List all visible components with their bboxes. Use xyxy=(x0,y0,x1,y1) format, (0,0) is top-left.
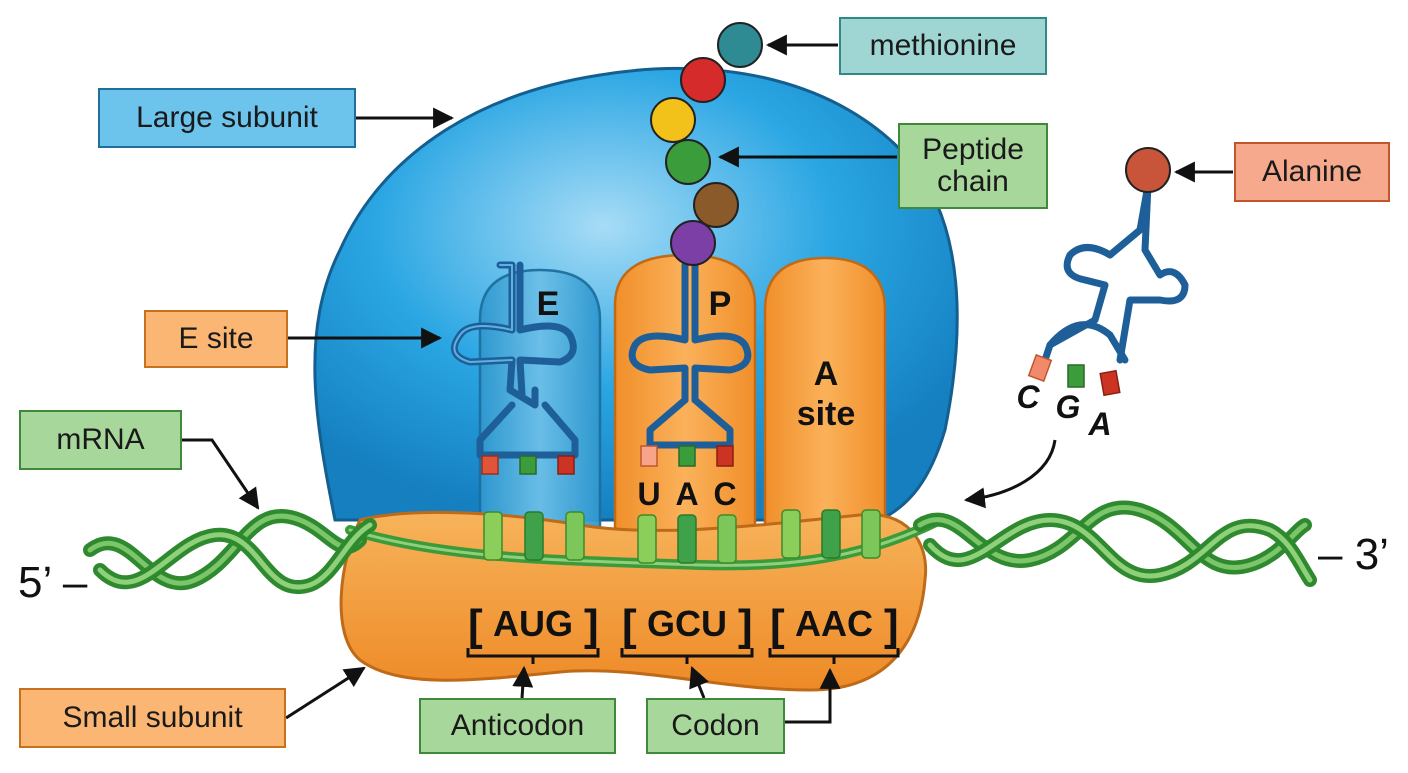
arrow-mrna xyxy=(182,438,260,510)
codon-1: AUG xyxy=(493,603,573,644)
svg-text:[: [ xyxy=(770,601,785,650)
label-e-site: E site xyxy=(144,310,288,368)
mrna-helix-right xyxy=(913,500,1317,587)
site-a-letter: A xyxy=(814,355,839,393)
incoming-trna-base-3: A xyxy=(1087,406,1111,442)
label-codon: Codon xyxy=(646,698,785,754)
codon-2: GCU xyxy=(647,603,727,644)
label-mrna: mRNA xyxy=(19,410,182,470)
label-peptide-chain: Peptide chain xyxy=(898,123,1048,209)
trna-incoming xyxy=(1041,181,1189,364)
label-large-subunit: Large subunit xyxy=(98,88,356,148)
codon-3: AAC xyxy=(795,603,873,644)
five-prime-end: 5’ – xyxy=(18,558,88,607)
a-site-shape xyxy=(763,256,887,542)
site-p-letter: P xyxy=(709,285,732,323)
arrow-small-subunit xyxy=(285,666,366,720)
mrna-bases xyxy=(483,509,881,564)
arrow-incoming-trna xyxy=(963,439,1057,509)
codon-brackets xyxy=(466,648,900,664)
arrow-codon-2 xyxy=(782,667,841,724)
arrow-anticodon xyxy=(512,665,534,699)
svg-text:]: ] xyxy=(584,601,599,650)
trna-p-site xyxy=(628,261,752,449)
p-trna-base-3: C xyxy=(713,476,736,512)
incoming-trna-base-2: G xyxy=(1056,389,1081,425)
label-small-subunit: Small subunit xyxy=(19,688,286,748)
incoming-trna-base-1: C xyxy=(1016,379,1040,415)
label-methionine: methionine xyxy=(839,17,1047,75)
svg-text:]: ] xyxy=(738,601,753,650)
arrow-codon-1 xyxy=(689,666,709,699)
p-trna-base-2: A xyxy=(675,476,698,512)
peptide-chain xyxy=(650,22,763,266)
site-e-letter: E xyxy=(537,285,560,323)
svg-text:]: ] xyxy=(884,601,899,650)
svg-text:[: [ xyxy=(468,601,483,650)
site-a-word: site xyxy=(797,395,856,433)
mrna-helix-left xyxy=(83,509,377,595)
three-prime-end: – 3’ xyxy=(1318,530,1389,579)
svg-text:[: [ xyxy=(622,601,637,650)
callout-arrows xyxy=(182,34,1233,724)
label-anticodon: Anticodon xyxy=(419,698,616,754)
alanine-bead xyxy=(1125,147,1171,193)
label-alanine: Alanine xyxy=(1234,142,1390,202)
trna-e-site xyxy=(450,261,579,459)
p-trna-base-1: U xyxy=(637,476,660,512)
